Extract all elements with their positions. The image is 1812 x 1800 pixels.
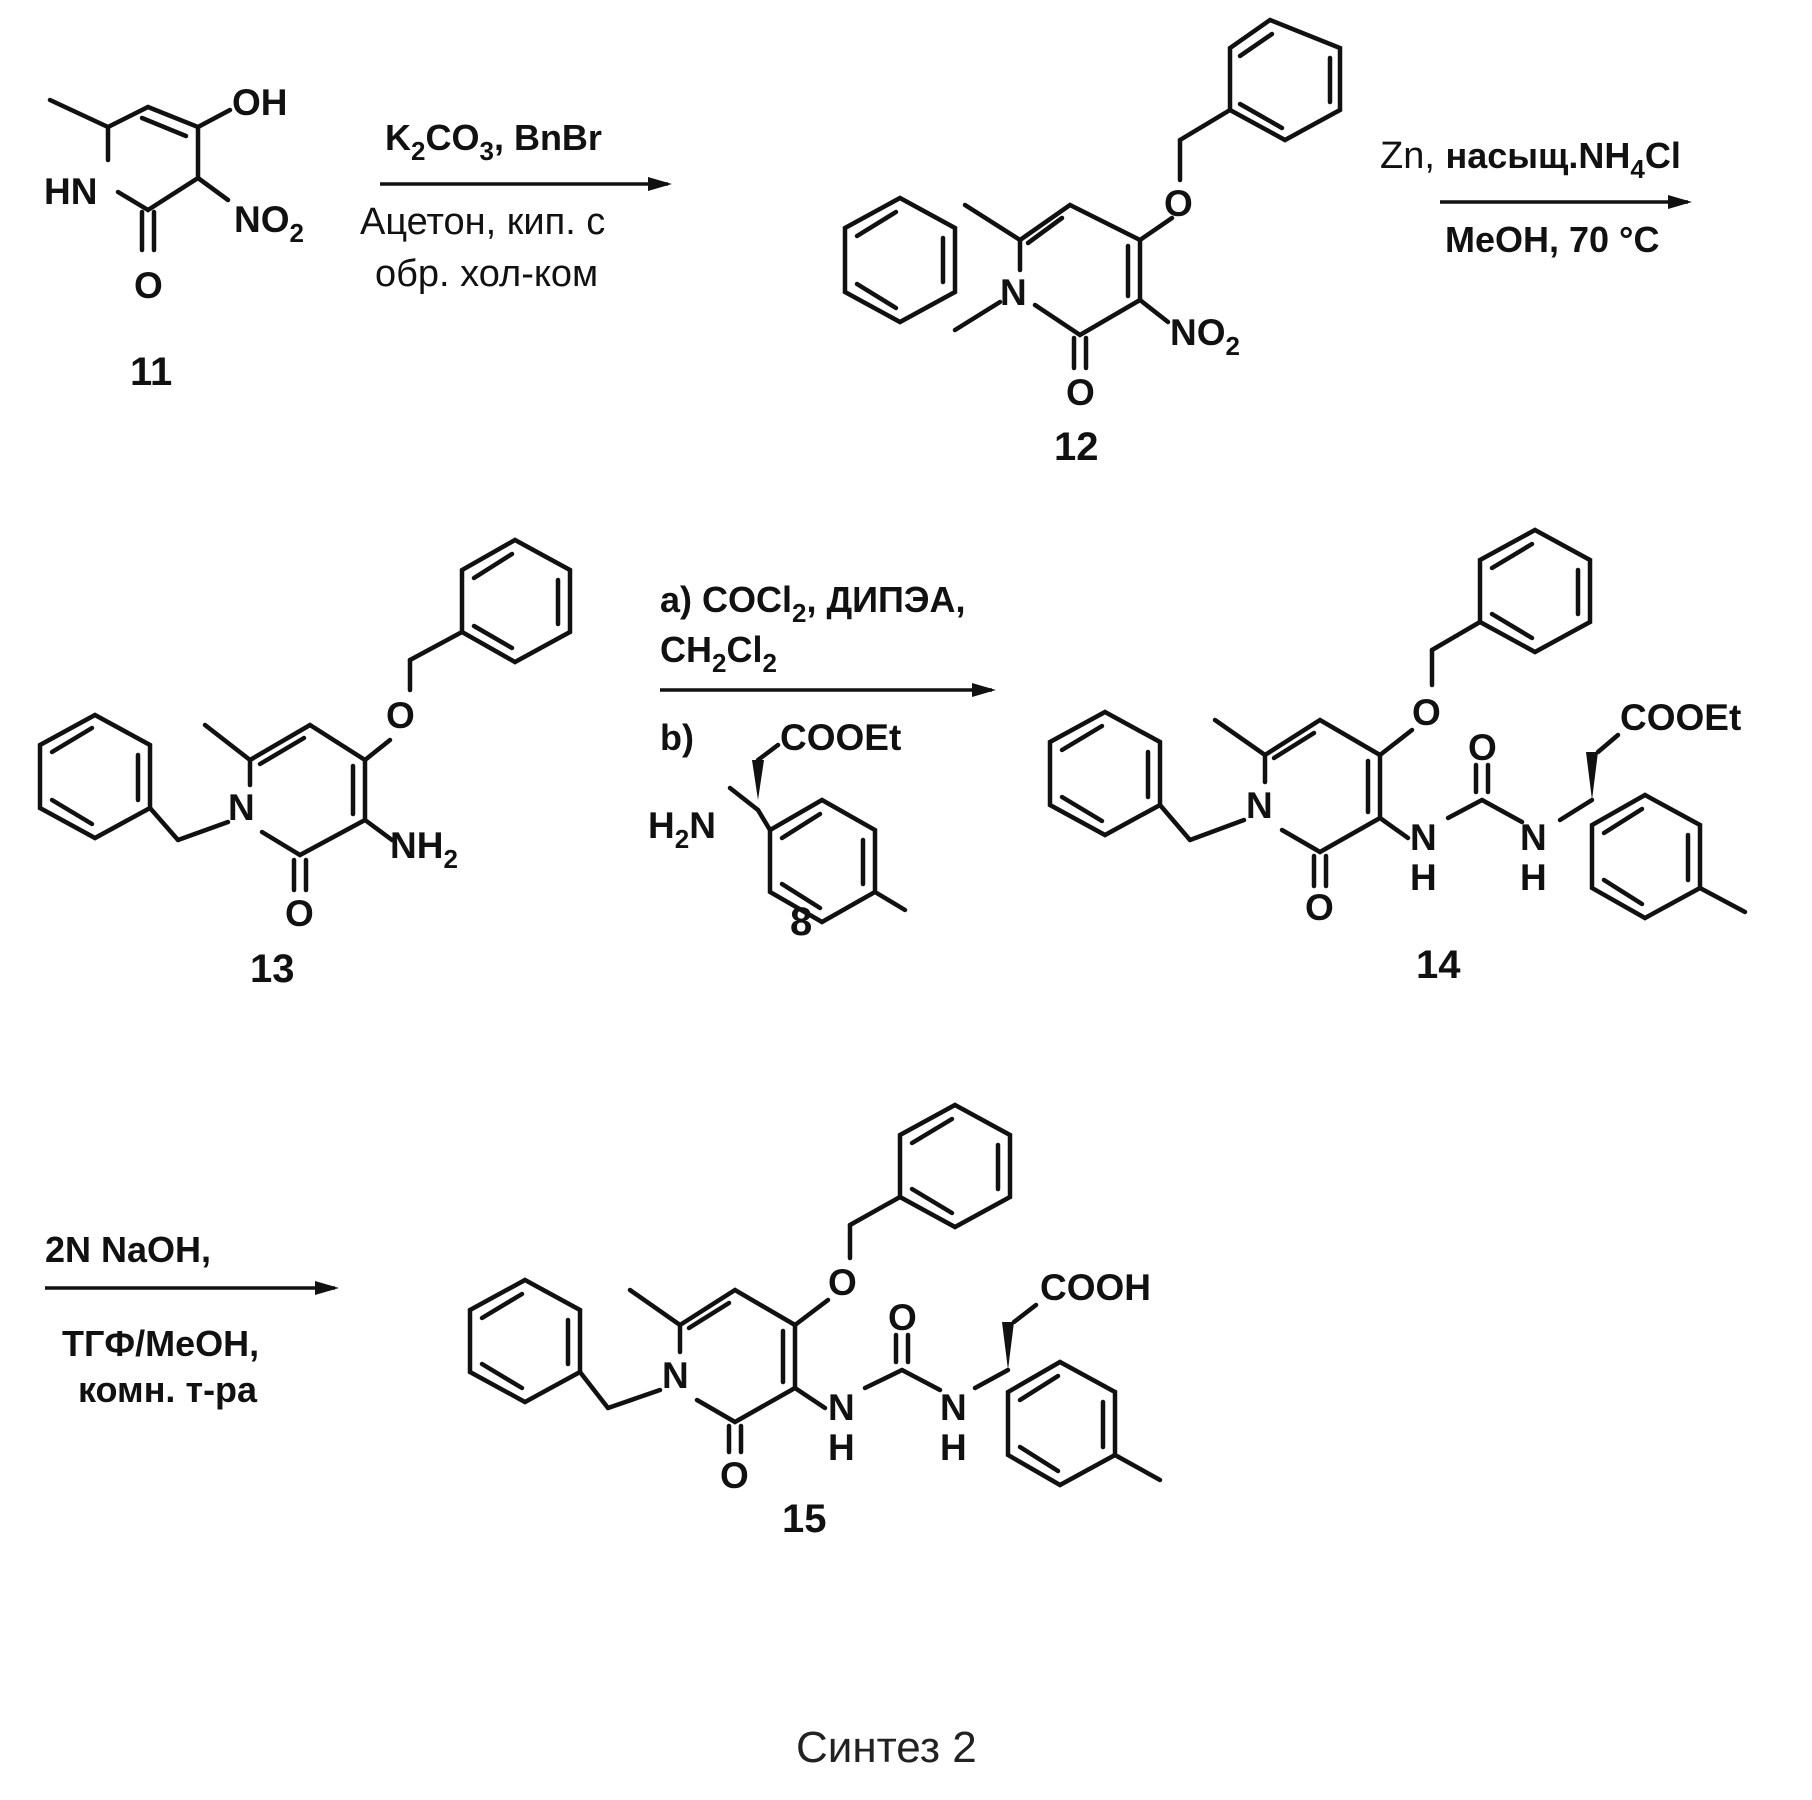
c14-nh2-h: H [1520, 857, 1547, 898]
compound-number-14: 14 [1416, 943, 1461, 987]
step1-reagents: K2CO3, BnBr [385, 117, 602, 166]
step4-reagent: 2N NaOH, [45, 1229, 211, 1270]
compound-15: O N O O N H N H COOH 15 [470, 1105, 1160, 1541]
c13-ether-o: O [386, 695, 415, 736]
scheme-caption: Синтез 2 [796, 1723, 977, 1772]
c13-nh2: NH2 [390, 825, 458, 874]
c15-nh2-h: H [940, 1427, 967, 1468]
c15-ether-o: O [828, 1262, 857, 1303]
c12-ether-o: O [1164, 183, 1193, 224]
c14-ester: COOEt [1620, 697, 1741, 738]
c12-n: N [1000, 272, 1027, 313]
step2-conditions: MeOH, 70 °C [1445, 219, 1659, 260]
c14-ether-o: O [1412, 692, 1441, 733]
c8-amine: H2N [648, 805, 716, 854]
reaction-step-4: 2N NaOH, ТГФ/MeOH, комн. т-ра [45, 1229, 339, 1410]
step3-part-b: b) [660, 717, 694, 758]
step4-conditions: комн. т-ра [78, 1369, 258, 1410]
step3-solvent: CH2Cl2 [660, 629, 777, 678]
c11-carbonyl-o: O [134, 265, 163, 306]
compound-number-13: 13 [250, 947, 295, 991]
c15-nh1-h: H [828, 1427, 855, 1468]
step1-conditions: обр. хол-ком [375, 253, 598, 295]
c12-no2: NO2 [1170, 312, 1240, 361]
c14-n: N [1246, 785, 1273, 826]
compound-11: OH HN NO2 O 11 [44, 82, 304, 394]
c14-carbonyl-o: O [1305, 887, 1334, 928]
c12-carbonyl-o: O [1066, 372, 1095, 413]
step1-solvent: Ацетон, кип. с [360, 201, 605, 243]
compound-number-11: 11 [130, 350, 172, 394]
reaction-step-1: K2CO3, BnBr Ацетон, кип. с обр. хол-ком [360, 117, 672, 295]
step2-reagents: Zn, насыщ.NH4Cl [1380, 135, 1681, 184]
c14-urea-o: O [1468, 727, 1497, 768]
c15-nh2-n: N [940, 1387, 967, 1428]
compound-number-12: 12 [1054, 425, 1099, 469]
c15-urea-o: O [888, 1297, 917, 1338]
compound-13: O N NH2 O 13 [40, 540, 570, 991]
c14-nh1-n: N [1410, 817, 1437, 858]
c15-carbonyl-o: O [720, 1455, 749, 1496]
c8-ester: COOEt [780, 717, 901, 758]
c15-nh1-n: N [828, 1387, 855, 1428]
c11-no2: NO2 [234, 199, 304, 248]
c14-nh1-h: H [1410, 857, 1437, 898]
compound-number-8: 8 [790, 900, 812, 944]
c13-carbonyl-o: O [285, 893, 314, 934]
compound-12: O N NO2 O 12 [845, 20, 1340, 469]
c15-n: N [662, 1355, 689, 1396]
c11-hn: HN [44, 171, 97, 212]
c13-n: N [228, 787, 255, 828]
reaction-step-2: Zn, насыщ.NH4Cl MeOH, 70 °C [1380, 135, 1692, 260]
c15-acid: COOH [1040, 1267, 1151, 1308]
c14-nh2-n: N [1520, 817, 1547, 858]
compound-14: O N O O N H N H COOEt 14 [1050, 530, 1745, 987]
step3-part-a: a) COCl2, ДИПЭА, [660, 579, 966, 628]
step4-solvent: ТГФ/MeOH, [62, 1323, 259, 1364]
c11-oh: OH [232, 82, 288, 123]
compound-number-15: 15 [782, 1497, 827, 1541]
